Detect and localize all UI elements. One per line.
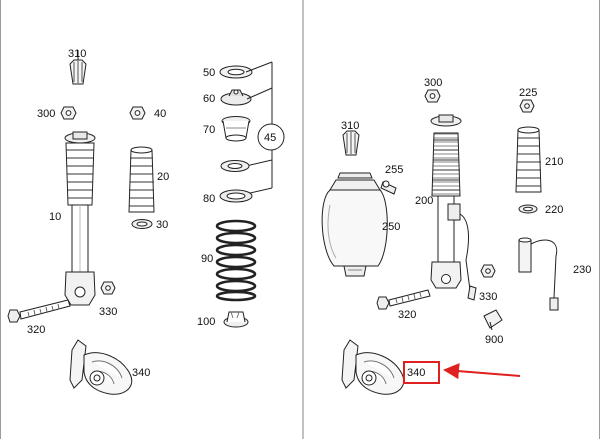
left-panel (7, 50, 285, 395)
part-220-ring (518, 204, 538, 214)
part-320-bolt-right (376, 289, 431, 310)
highlight-box (403, 361, 440, 384)
label-60: 60 (203, 93, 215, 105)
label-300-right: 300 (424, 77, 442, 89)
label-100: 100 (197, 316, 215, 328)
label-255: 255 (385, 164, 403, 176)
part-10-shock-absorber (64, 131, 96, 306)
right-panel (321, 89, 559, 395)
label-10: 10 (49, 211, 61, 223)
right-labels: 300 225 310 255 200 250 210 220 230 330 … (341, 77, 591, 379)
part-40-nut (129, 106, 146, 120)
label-340-right: 340 (407, 367, 425, 379)
label-250: 250 (382, 221, 400, 233)
label-20: 20 (157, 171, 169, 183)
label-310: 310 (68, 48, 86, 60)
label-210: 210 (545, 156, 563, 168)
label-30: 30 (156, 219, 168, 231)
label-230: 230 (573, 264, 591, 276)
label-80: 80 (203, 193, 215, 205)
label-320: 320 (27, 324, 45, 336)
label-90: 90 (201, 253, 213, 265)
label-50: 50 (203, 67, 215, 79)
label-200: 200 (415, 195, 433, 207)
part-340-heat-shield-right (341, 339, 405, 395)
label-70: 70 (203, 124, 215, 136)
label-225: 225 (519, 87, 537, 99)
part-230-sensor (518, 237, 559, 311)
part-70-spring-seat (221, 116, 251, 142)
part-100-lower-seat (223, 311, 249, 328)
part-50-washer (219, 65, 253, 79)
label-310-right: 310 (341, 120, 359, 132)
part-330-nut-right (480, 264, 496, 278)
part-330-nut (100, 281, 116, 295)
part-340-heat-shield (69, 339, 133, 395)
label-300: 300 (37, 108, 55, 120)
part-200-air-strut (430, 114, 471, 291)
part-225-nut (519, 99, 535, 113)
highlight-arrow (443, 363, 521, 380)
part-900-connector (467, 285, 503, 331)
part-320-bolt (7, 299, 71, 323)
part-310-bump-stop (69, 50, 87, 85)
label-220: 220 (545, 204, 563, 216)
label-900: 900 (485, 334, 503, 346)
part-300-nut-right (424, 89, 441, 103)
part-20-boot (128, 146, 155, 213)
highlight-callout (403, 361, 521, 384)
part-300-nut (60, 106, 77, 120)
label-330: 330 (99, 306, 117, 318)
label-320-right: 320 (398, 309, 416, 321)
left-labels: 310 300 40 10 20 30 320 330 340 50 60 70… (27, 48, 276, 379)
part-80-washers (219, 160, 253, 203)
part-250-air-spring (321, 172, 388, 277)
group-45-bracket (245, 61, 285, 195)
part-60-mount (220, 89, 252, 106)
part-90-coil-spring (215, 219, 257, 302)
label-340: 340 (132, 367, 150, 379)
part-310-bump-stop-right (342, 130, 360, 156)
part-210-boot (515, 126, 542, 193)
label-330-right: 330 (479, 291, 497, 303)
label-40: 40 (154, 108, 166, 120)
part-255-valve (380, 180, 397, 195)
label-45: 45 (264, 132, 276, 144)
part-30-ring (131, 219, 153, 229)
